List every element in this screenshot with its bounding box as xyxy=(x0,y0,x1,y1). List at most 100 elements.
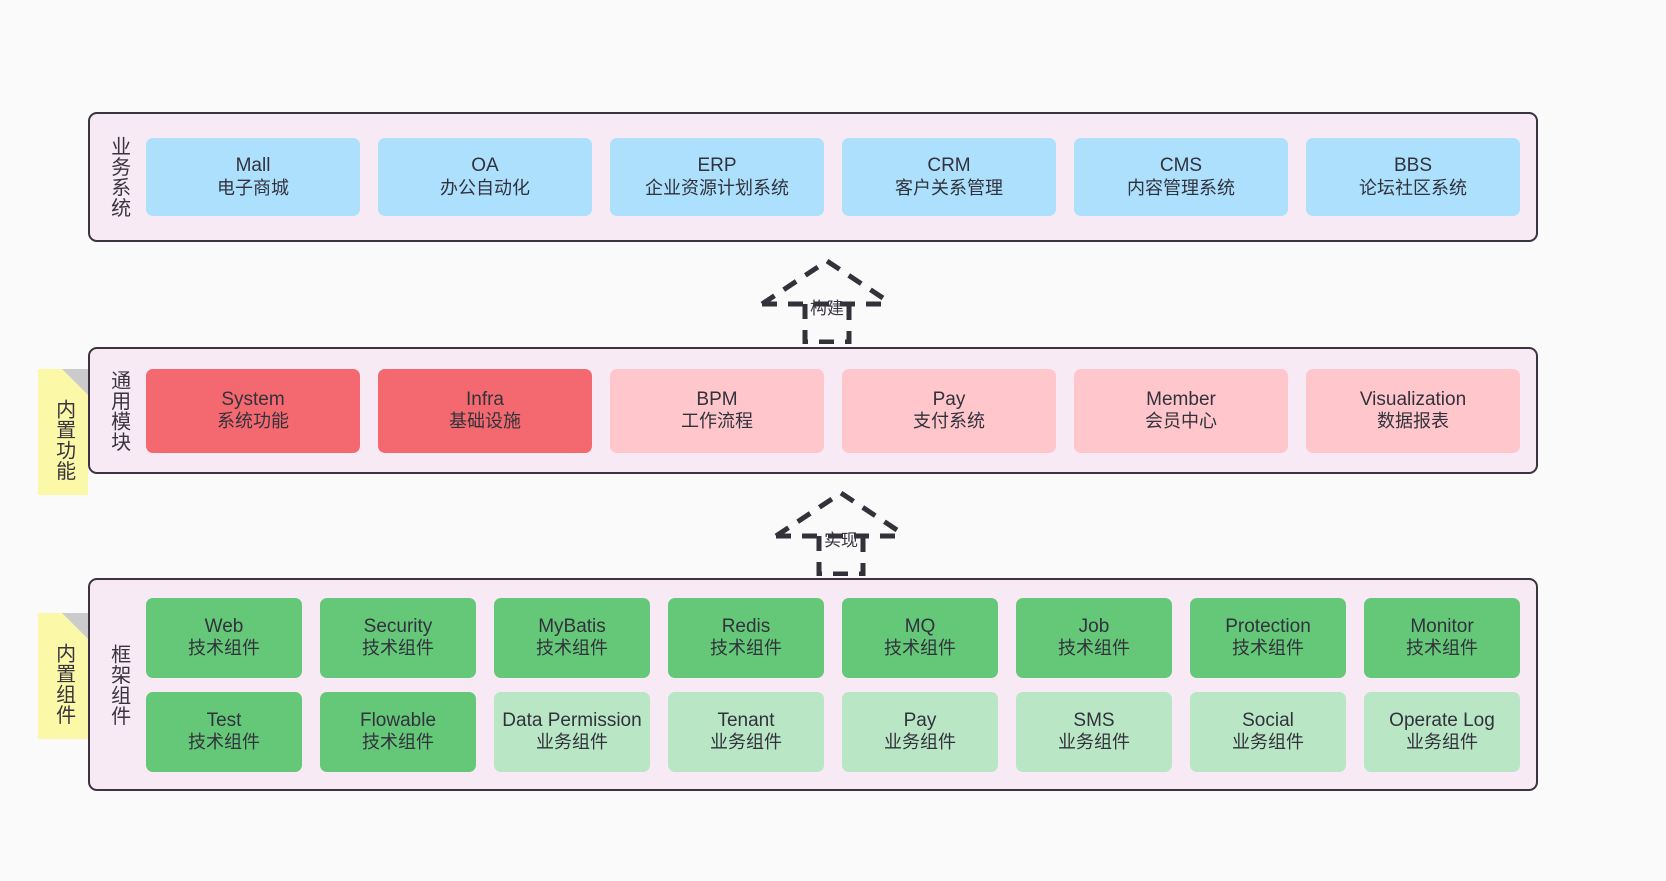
layer-title-framework-component: 框架组件 xyxy=(107,643,130,726)
card-row: Test 技术组件 Flowable 技术组件 Data Permission … xyxy=(146,691,1520,772)
card-subtitle: 系统功能 xyxy=(217,411,289,432)
card-protection[interactable]: Protection 技术组件 xyxy=(1190,597,1346,678)
card-subtitle: 工作流程 xyxy=(681,411,753,432)
card-subtitle: 论坛社区系统 xyxy=(1359,177,1467,198)
card-cms[interactable]: CMS 内容管理系统 xyxy=(1074,138,1288,216)
card-subtitle: 内容管理系统 xyxy=(1127,177,1235,198)
card-title: BBS xyxy=(1393,155,1433,177)
card-flowable[interactable]: Flowable 技术组件 xyxy=(320,691,476,772)
card-title: Redis xyxy=(721,615,771,637)
layer-common-module[interactable]: 通用模块 System 系统功能 Infra 基础设施 BPM 工作流程 Pay… xyxy=(88,347,1538,474)
card-subtitle: 企业资源计划系统 xyxy=(645,177,789,198)
note-builtin-features: 内置功能 xyxy=(38,369,88,495)
card-subtitle: 业务组件 xyxy=(1058,732,1130,753)
card-title: Visualization xyxy=(1359,388,1467,410)
build-arrow-icon xyxy=(760,258,894,345)
card-title: Operate Log xyxy=(1389,709,1495,731)
card-social[interactable]: Social 业务组件 xyxy=(1190,691,1346,772)
card-pay-module[interactable]: Pay 支付系统 xyxy=(842,368,1056,453)
connector-build: 构建 xyxy=(757,256,897,345)
card-tenant[interactable]: Tenant 业务组件 xyxy=(668,691,824,772)
card-title: OA xyxy=(471,155,499,177)
card-title: Infra xyxy=(465,388,505,410)
card-job[interactable]: Job 技术组件 xyxy=(1016,597,1172,678)
card-subtitle: 电子商城 xyxy=(217,177,289,198)
note-label: 内置功能 xyxy=(52,399,75,481)
card-title: Mall xyxy=(235,155,271,177)
card-subtitle: 客户关系管理 xyxy=(895,177,1003,198)
card-title: Web xyxy=(204,615,244,637)
connector-implement-label: 实现 xyxy=(824,531,858,550)
card-pay-component[interactable]: Pay 业务组件 xyxy=(842,691,998,772)
card-title: Job xyxy=(1078,615,1110,637)
card-bbs[interactable]: BBS 论坛社区系统 xyxy=(1306,138,1520,216)
connector-implement: 实现 xyxy=(771,488,911,577)
card-title: Member xyxy=(1146,388,1216,410)
card-subtitle: 业务组件 xyxy=(536,732,608,753)
card-subtitle: 技术组件 xyxy=(1406,638,1478,659)
card-title: Monitor xyxy=(1410,615,1474,637)
connector-build-label: 构建 xyxy=(810,299,844,318)
card-test[interactable]: Test 技术组件 xyxy=(146,691,302,772)
card-infra[interactable]: Infra 基础设施 xyxy=(378,368,592,453)
layer-title-common-module: 通用模块 xyxy=(107,369,130,452)
implement-arrow-icon xyxy=(774,490,908,577)
card-erp[interactable]: ERP 企业资源计划系统 xyxy=(610,138,824,216)
card-subtitle: 技术组件 xyxy=(362,732,434,753)
card-mall[interactable]: Mall 电子商城 xyxy=(146,138,360,216)
card-redis[interactable]: Redis 技术组件 xyxy=(668,597,824,678)
card-title: System xyxy=(221,388,285,410)
card-subtitle: 办公自动化 xyxy=(440,177,530,198)
note-builtin-components: 内置组件 xyxy=(38,613,88,739)
card-subtitle: 技术组件 xyxy=(536,638,608,659)
card-subtitle: 技术组件 xyxy=(1058,638,1130,659)
card-title: Test xyxy=(206,709,242,731)
card-title: CRM xyxy=(927,155,971,177)
card-title: MQ xyxy=(904,615,936,637)
card-system[interactable]: System 系统功能 xyxy=(146,368,360,453)
layer-business-system[interactable]: 业务系统 Mall 电子商城 OA 办公自动化 ERP 企业资源计划系统 CRM… xyxy=(88,112,1538,242)
card-title: Security xyxy=(363,615,433,637)
card-title: CMS xyxy=(1159,155,1203,177)
layer-body-common-module: System 系统功能 Infra 基础设施 BPM 工作流程 Pay 支付系统… xyxy=(140,349,1536,472)
card-subtitle: 业务组件 xyxy=(884,732,956,753)
card-title: Data Permission xyxy=(502,709,642,731)
card-security[interactable]: Security 技术组件 xyxy=(320,597,476,678)
card-title: ERP xyxy=(697,155,737,177)
card-subtitle: 基础设施 xyxy=(449,411,521,432)
card-operate-log[interactable]: Operate Log 业务组件 xyxy=(1364,691,1520,772)
card-subtitle: 支付系统 xyxy=(913,411,985,432)
card-subtitle: 技术组件 xyxy=(188,732,260,753)
card-row: Web 技术组件 Security 技术组件 MyBatis 技术组件 Redi… xyxy=(146,597,1520,678)
layer-title-business-system: 业务系统 xyxy=(107,136,130,218)
layer-body-business-system: Mall 电子商城 OA 办公自动化 ERP 企业资源计划系统 CRM 客户关系… xyxy=(140,114,1536,240)
card-subtitle: 技术组件 xyxy=(710,638,782,659)
card-oa[interactable]: OA 办公自动化 xyxy=(378,138,592,216)
card-row: System 系统功能 Infra 基础设施 BPM 工作流程 Pay 支付系统… xyxy=(146,368,1520,453)
note-label: 内置组件 xyxy=(52,643,75,725)
layer-framework-component[interactable]: 框架组件 Web 技术组件 Security 技术组件 MyBatis 技术组件… xyxy=(88,578,1538,791)
card-crm[interactable]: CRM 客户关系管理 xyxy=(842,138,1056,216)
card-monitor[interactable]: Monitor 技术组件 xyxy=(1364,597,1520,678)
card-title: Social xyxy=(1242,709,1294,731)
card-title: SMS xyxy=(1073,709,1115,731)
card-title: MyBatis xyxy=(538,615,606,637)
card-data-permission[interactable]: Data Permission 业务组件 xyxy=(494,691,650,772)
card-title: Flowable xyxy=(359,709,437,731)
card-mq[interactable]: MQ 技术组件 xyxy=(842,597,998,678)
note-fold-corner-icon xyxy=(62,369,88,395)
card-title: Protection xyxy=(1225,615,1311,637)
card-title: Tenant xyxy=(717,709,775,731)
card-subtitle: 数据报表 xyxy=(1377,411,1449,432)
card-bpm[interactable]: BPM 工作流程 xyxy=(610,368,824,453)
card-mybatis[interactable]: MyBatis 技术组件 xyxy=(494,597,650,678)
card-visualization[interactable]: Visualization 数据报表 xyxy=(1306,368,1520,453)
card-subtitle: 技术组件 xyxy=(1232,638,1304,659)
card-sms[interactable]: SMS 业务组件 xyxy=(1016,691,1172,772)
card-subtitle: 技术组件 xyxy=(362,638,434,659)
card-subtitle: 技术组件 xyxy=(884,638,956,659)
card-title: Pay xyxy=(903,709,937,731)
card-web[interactable]: Web 技术组件 xyxy=(146,597,302,678)
card-member[interactable]: Member 会员中心 xyxy=(1074,368,1288,453)
